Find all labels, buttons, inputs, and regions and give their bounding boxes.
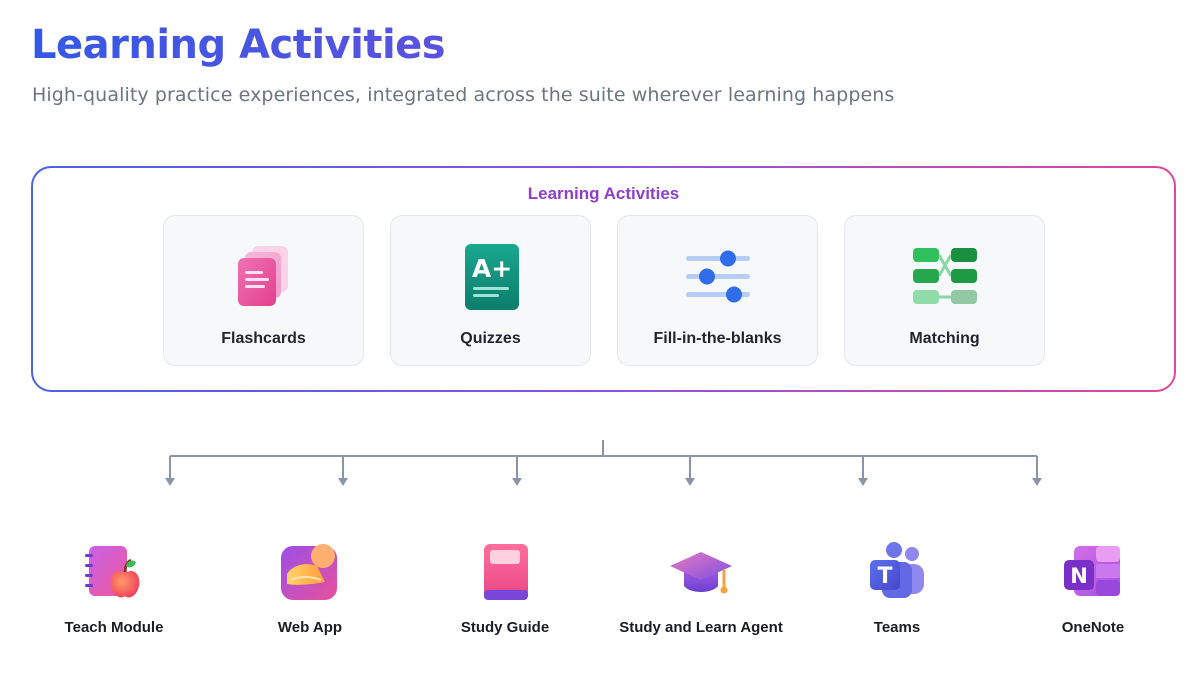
app-label: Web App (277, 619, 343, 636)
arrow-head (858, 478, 868, 486)
app-label: Study Guide (460, 619, 550, 636)
arrow-head (685, 478, 695, 486)
learning-activities-group: Learning Activities Flashca (31, 166, 1176, 392)
svg-text:A+: A+ (471, 254, 511, 283)
arrow-head (338, 478, 348, 486)
app-label: Teams (873, 619, 921, 636)
teach-module-icon (85, 546, 140, 598)
app-teams[interactable]: T Teams (807, 540, 987, 637)
app-web-app[interactable]: Web App (220, 540, 400, 637)
card-label: Quizzes (460, 330, 521, 347)
sliders-icon (685, 250, 750, 303)
activity-card-flashcards[interactable]: Flashcards (163, 215, 364, 366)
app-teach-module[interactable]: Teach Module (24, 540, 204, 637)
quiz-grade-icon: A+ (464, 244, 519, 310)
app-label: Study and Learn Agent (619, 619, 783, 636)
app-study-guide[interactable]: Study Guide (415, 540, 595, 637)
app-onenote[interactable]: N OneNote (1003, 540, 1183, 637)
page-subtitle: High-quality practice experiences, integ… (32, 84, 895, 106)
card-label: Flashcards (221, 330, 306, 347)
arrow-head (512, 478, 522, 486)
svg-text:T: T (877, 564, 892, 589)
flashcards-icon (237, 246, 288, 306)
app-label: Teach Module (64, 619, 164, 636)
activity-card-quizzes[interactable]: A+ Quizzes (390, 215, 591, 366)
study-guide-icon (484, 544, 528, 600)
card-label: Matching (909, 330, 980, 347)
graduation-cap-icon (670, 552, 732, 594)
activity-card-matching[interactable]: Matching (844, 215, 1045, 366)
teams-icon: T (870, 542, 924, 598)
app-study-and-learn-agent[interactable]: Study and Learn Agent (611, 540, 791, 637)
card-label: Fill-in-the-blanks (653, 330, 782, 347)
arrow-head (165, 478, 175, 486)
matching-icon (912, 248, 977, 304)
arrow-head (1032, 478, 1042, 486)
web-app-icon (281, 544, 337, 600)
app-label: OneNote (1061, 619, 1125, 636)
page-title: Learning Activities (31, 22, 446, 68)
onenote-icon: N (1064, 546, 1120, 596)
svg-text:N: N (1070, 564, 1088, 588)
activity-card-fill-in-the-blanks[interactable]: Fill-in-the-blanks (617, 215, 818, 366)
group-label: Learning Activities (527, 184, 680, 203)
